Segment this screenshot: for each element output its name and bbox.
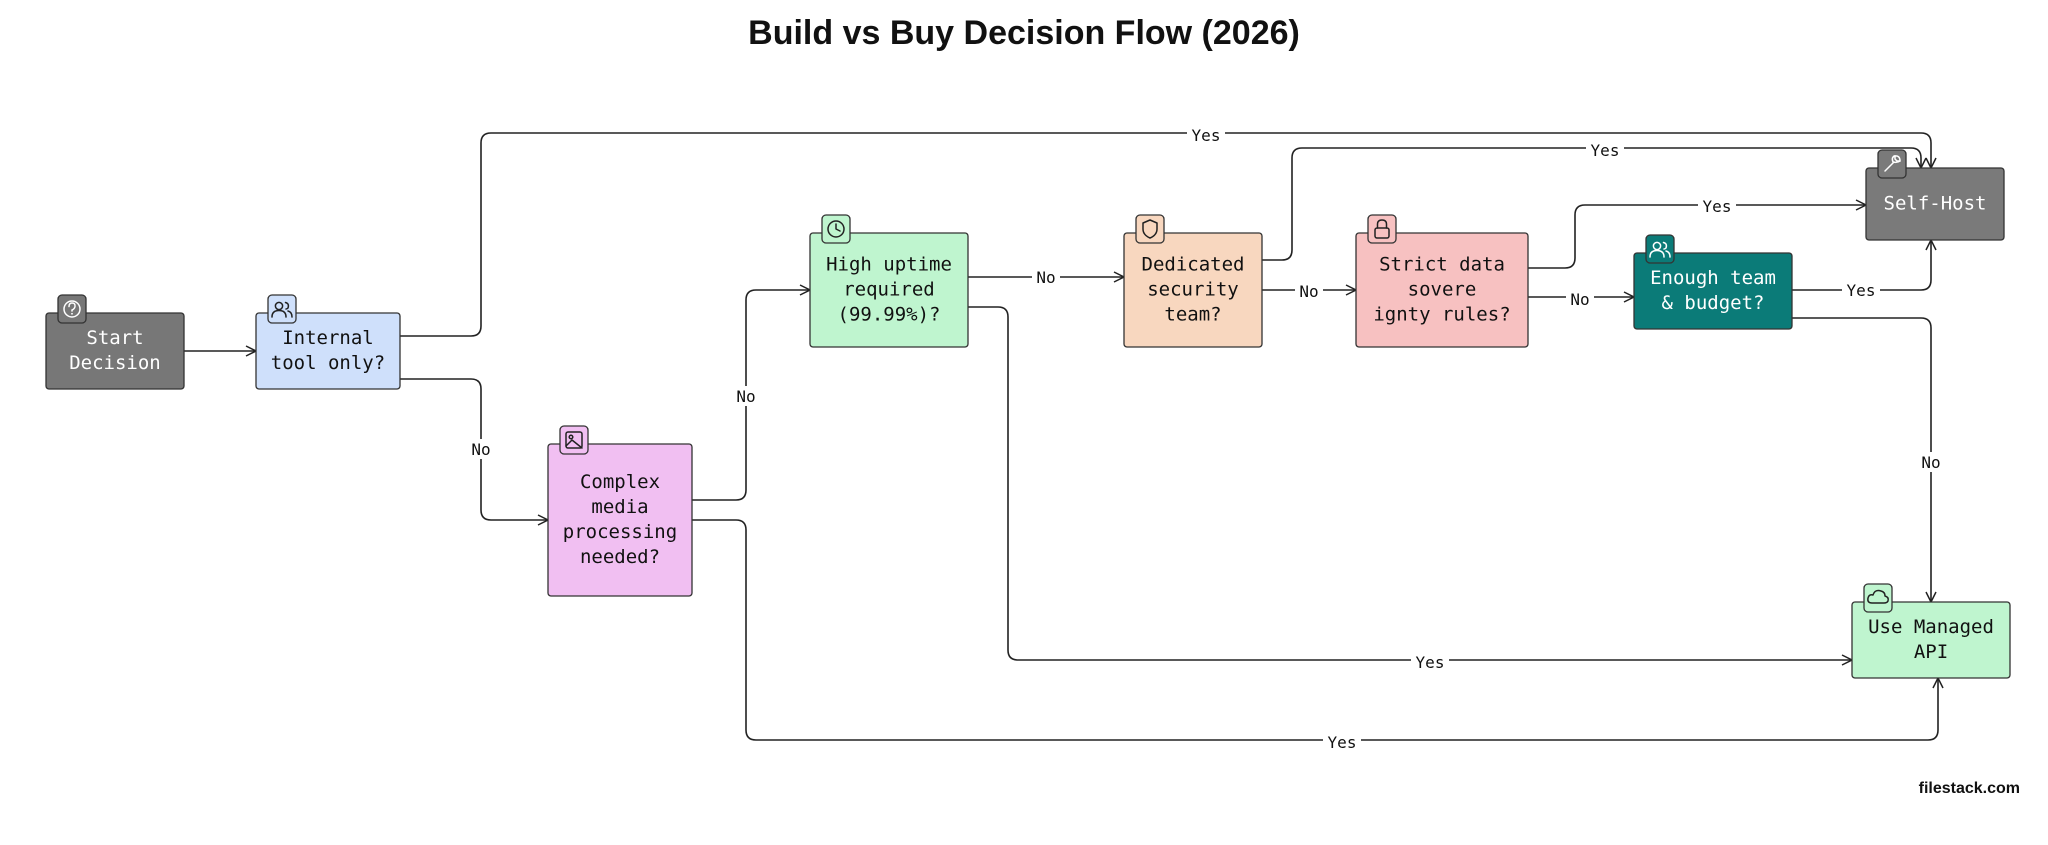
node-security-label-line: team?: [1164, 304, 1221, 326]
edges-layer: [184, 132, 1938, 741]
node-uptime-label-line: required: [843, 279, 935, 301]
edge-label-bg: [1295, 281, 1323, 301]
edge-label-bg: [1842, 280, 1880, 300]
edge-label-no: No: [1036, 268, 1055, 287]
lock-icon: [1367, 214, 1397, 244]
edge-label-bg: [1411, 652, 1449, 672]
node-media-label-line: media: [591, 496, 648, 518]
edge-security-to-selfhost: [1262, 147, 1921, 261]
edge-uptime-to-managed: [968, 306, 1852, 660]
edge-label-bg: [732, 386, 760, 406]
edge-media-to-managed: [692, 519, 1938, 741]
node-media: Complex media processing needed?: [547, 425, 693, 597]
edge-label-yes: Yes: [1703, 197, 1732, 216]
node-internal-label-line: Internal: [282, 327, 374, 349]
edge-label-no: No: [1299, 282, 1318, 301]
shield-icon: [1135, 214, 1165, 244]
node-sovereignty-label-line: sovere: [1408, 279, 1477, 301]
node-security: Dedicated security team?: [1123, 214, 1263, 348]
users-icon: [1645, 234, 1675, 264]
diagram-title: Build vs Buy Decision Flow (2026): [748, 14, 1300, 52]
edge-label-no: No: [1570, 290, 1589, 309]
node-media-label-line: processing: [563, 521, 677, 543]
node-uptime: High uptime required (99.99%)?: [809, 214, 969, 348]
edge-label-bg: [1187, 125, 1225, 145]
brand-watermark: filestack.com: [1918, 780, 2020, 797]
node-start-box: [45, 312, 185, 390]
edge-label-bg: [1323, 732, 1361, 752]
node-budget-box: [1633, 252, 1793, 330]
image-icon: [559, 425, 589, 455]
users-icon: [267, 294, 297, 324]
node-media-box: [547, 443, 693, 597]
question-icon: [57, 294, 87, 324]
edge-label-no: No: [736, 387, 755, 406]
node-sovereignty-label-line: Strict data: [1379, 254, 1505, 276]
edge-internal-to-selfhost: [400, 132, 1931, 337]
node-security-label-line: Dedicated: [1142, 254, 1245, 276]
node-media-label-line: needed?: [580, 546, 660, 568]
node-security-box: [1123, 232, 1263, 348]
node-managed-label-line: Use Managed: [1868, 616, 1994, 638]
node-start-label-line: Start: [86, 327, 143, 349]
node-media-label-line: Complex: [580, 471, 660, 493]
node-selfhost-label-line: Self-Host: [1884, 193, 1987, 215]
node-sovereignty-box: [1355, 232, 1529, 348]
edge-budget-to-managed: [1792, 317, 1931, 602]
edge-label-bg: [1698, 196, 1736, 216]
edge-label-yes: Yes: [1328, 733, 1357, 752]
node-internal-label-line: tool only?: [271, 352, 385, 374]
edge-label-no: No: [1921, 453, 1940, 472]
edge-budget-to-selfhost: [1792, 240, 1931, 291]
edge-label-yes: Yes: [1192, 126, 1221, 145]
edge-label-bg: [1917, 452, 1945, 472]
node-sovereignty: Strict data sovere ignty rules?: [1355, 214, 1529, 348]
cloud-icon: [1863, 583, 1893, 613]
node-security-label-line: security: [1147, 279, 1239, 301]
node-uptime-label-line: (99.99%)?: [838, 304, 941, 326]
wrench-icon: [1877, 149, 1907, 179]
edge-label-no: No: [471, 440, 490, 459]
node-uptime-label-line: High uptime: [826, 254, 952, 276]
edge-label-bg: [1566, 289, 1594, 309]
node-sovereignty-label-line: ignty rules?: [1373, 304, 1510, 326]
node-selfhost-box: [1865, 167, 2005, 241]
node-selfhost: Self-Host: [1865, 149, 2005, 241]
edge-sovereignty-to-selfhost: [1528, 205, 1866, 269]
node-internal: Internal tool only?: [255, 294, 401, 390]
node-budget: Enough team & budget?: [1633, 234, 1793, 330]
edge-label-bg: [1032, 267, 1060, 287]
node-managed-box: [1851, 601, 2011, 679]
node-managed-label-line: API: [1914, 641, 1948, 663]
node-budget-label-line: & budget?: [1662, 292, 1765, 314]
edge-label-bg: [467, 439, 495, 459]
edge-label-yes: Yes: [1591, 141, 1620, 160]
node-internal-box: [255, 312, 401, 390]
edge-label-yes: Yes: [1416, 653, 1445, 672]
edge-label-yes: Yes: [1847, 281, 1876, 300]
node-budget-label-line: Enough team: [1650, 267, 1776, 289]
node-uptime-box: [809, 232, 969, 348]
edge-label-bg: [1586, 140, 1624, 160]
node-start-label-line: Decision: [69, 352, 161, 374]
clock-icon: [821, 214, 851, 244]
